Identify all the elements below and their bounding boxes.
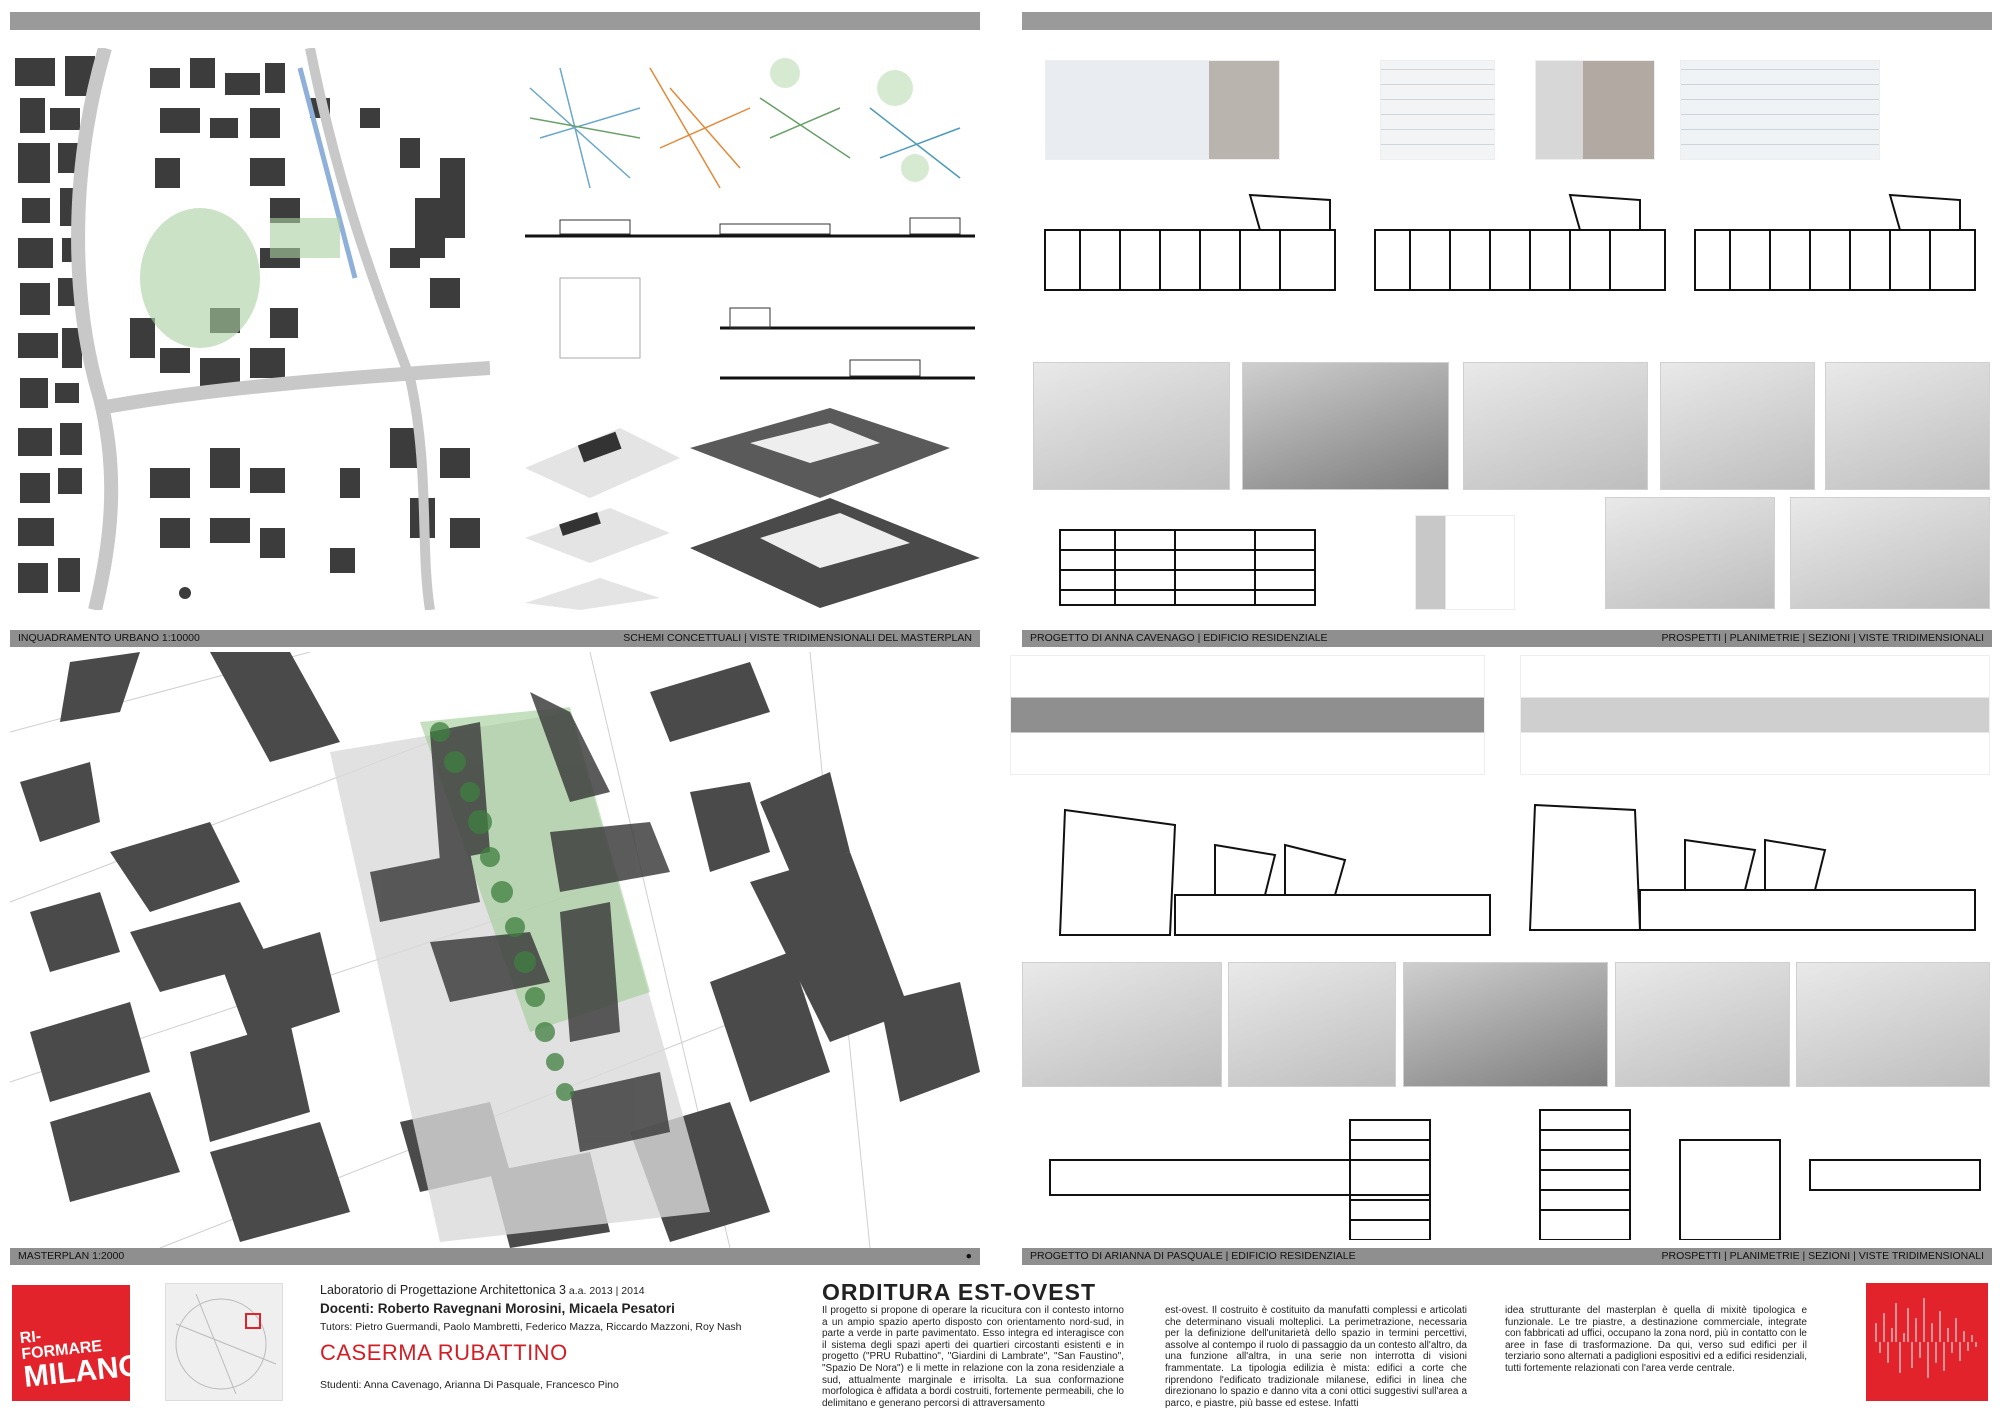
3d-view-8 [1022,962,1222,1087]
floor-plan-4 [1055,805,1500,955]
elevation-1 [1045,60,1280,160]
elevation-4 [1680,60,1880,160]
3d-view-2 [1242,362,1449,490]
description-col-1: Il progetto si propone di operare la ric… [822,1305,1124,1409]
section-1 [1055,510,1320,610]
3d-view-11 [1615,962,1790,1087]
3d-view-3 [1463,362,1648,490]
3d-view-1 [1033,362,1230,490]
section-3 [1010,1100,1485,1240]
riformare-milano-logo: RI- FORMARE MILANO [12,1285,143,1401]
right-caption-1: PROGETTO DI ANNA CAVENAGO | EDIFICIO RES… [1022,630,1992,647]
description-col-3: idea strutturante del masterplan è quell… [1505,1305,1807,1374]
urban-map-caption: INQUADRAMENTO URBANO 1:10000 [18,632,200,644]
concept-diagrams [520,48,980,610]
3d-view-6 [1605,497,1775,609]
tutors: Tutors: Pietro Guermandi, Paolo Mambrett… [320,1321,742,1333]
floor-plan-1 [1040,190,1340,310]
left-caption-bottom: MASTERPLAN 1:2000 ● [10,1248,980,1265]
masterplan [10,652,980,1248]
right-board-header-bar [1022,12,1992,30]
floor-plan-2 [1370,190,1670,310]
3d-view-4 [1660,362,1815,490]
section-2 [1415,515,1515,610]
elevation-6 [1520,655,1990,775]
elevation-2 [1380,60,1495,160]
project-title: CASERMA RUBATTINO [320,1340,568,1365]
3d-view-7 [1790,497,1990,609]
3d-view-5 [1825,362,1990,490]
anna-drawings-caption: PROSPETTI | PLANIMETRIE | SEZIONI | VIST… [1661,632,1984,644]
3d-view-9 [1228,962,1396,1087]
logo-text: RI- FORMARE MILANO [18,1328,144,1395]
elevation-5 [1010,655,1485,775]
right-caption-2: PROGETTO DI ARIANNA DI PASQUALE | EDIFIC… [1022,1248,1992,1265]
location-mini-map [165,1283,283,1401]
3d-view-12 [1796,962,1990,1087]
left-board-header-bar [10,12,980,30]
arianna-drawings-caption: PROSPETTI | PLANIMETRIE | SEZIONI | VIST… [1661,1250,1984,1262]
elevation-3 [1535,60,1655,160]
arianna-project-caption: PROGETTO DI ARIANNA DI PASQUALE | EDIFIC… [1030,1250,1356,1262]
concept-caption: SCHEMI CONCETTUALI | VISTE TRIDIMENSIONA… [623,632,972,644]
description-heading: ORDITURA EST-OVEST [822,1279,1096,1305]
description-col-2: est-ovest. Il costruito è costituito da … [1165,1305,1467,1409]
students: Studenti: Anna Cavenago, Arianna Di Pasq… [320,1379,619,1391]
floor-plan-5 [1525,800,1985,960]
floor-plan-3 [1690,190,1990,310]
left-caption-top: INQUADRAMENTO URBANO 1:10000 SCHEMI CONC… [10,630,980,647]
masterplan-caption: MASTERPLAN 1:2000 [18,1250,125,1262]
sound-wave-logo [1866,1283,1988,1401]
docenti: Docenti: Roberto Ravegnani Morosini, Mic… [320,1301,675,1316]
course-title: Laboratorio di Progettazione Architetton… [320,1283,645,1297]
anna-project-caption: PROGETTO DI ANNA CAVENAGO | EDIFICIO RES… [1030,632,1328,644]
north-arrow-icon: ● [965,1250,972,1262]
3d-view-10 [1403,962,1608,1087]
urban-context-map [10,48,490,610]
section-4 [1520,1100,1990,1240]
